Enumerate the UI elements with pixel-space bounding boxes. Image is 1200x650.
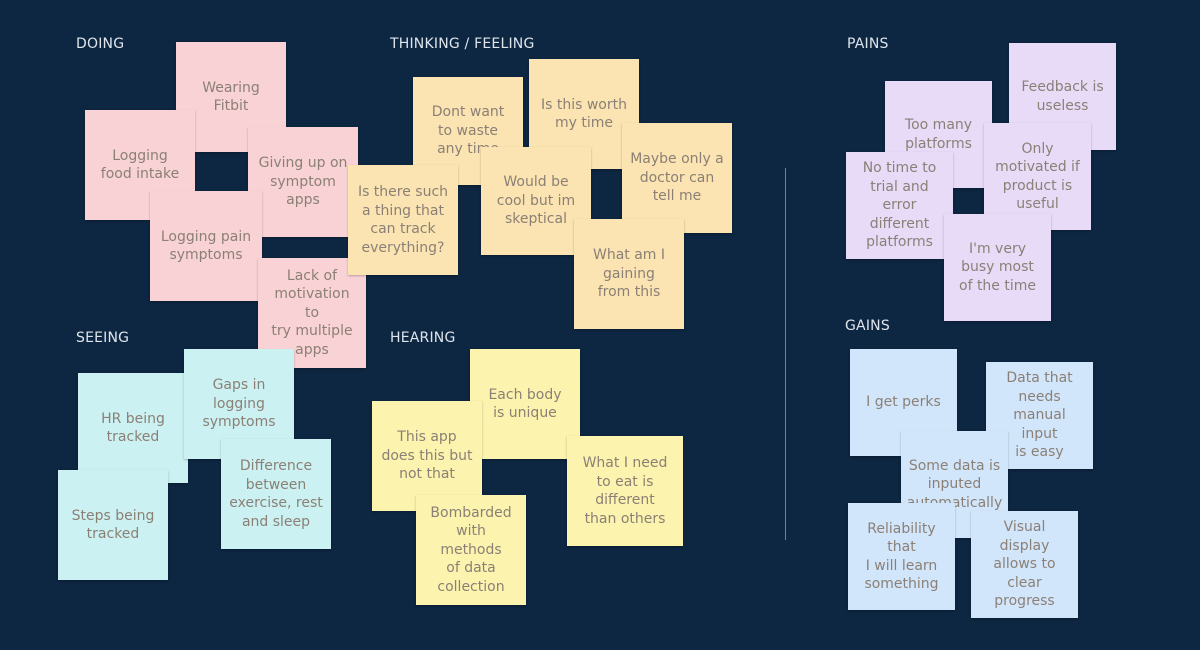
sticky-note-hearing[interactable]: This app does this but not that <box>372 401 482 511</box>
section-label-seeing: SEEING <box>76 330 130 346</box>
sticky-note-hearing[interactable]: Each body is unique <box>470 349 580 459</box>
sticky-note-thinking[interactable]: What am I gaining from this <box>574 219 684 329</box>
section-label-doing: DOING <box>76 36 125 52</box>
sticky-note-seeing[interactable]: Difference between exercise, rest and sl… <box>221 439 331 549</box>
sticky-note-gains[interactable]: Data that needs manual input is easy <box>986 362 1093 469</box>
sticky-note-thinking[interactable]: Would be cool but im skeptical <box>481 147 591 255</box>
section-divider <box>785 168 786 540</box>
sticky-note-doing[interactable]: Logging pain symptoms <box>150 191 262 301</box>
sticky-note-gains[interactable]: Visual display allows to clear progress <box>971 511 1078 618</box>
sticky-note-gains[interactable]: Reliability that I will learn something <box>848 503 955 610</box>
sticky-note-pains[interactable]: Only motivated if product is useful <box>984 123 1091 230</box>
section-label-hearing: HEARING <box>390 330 456 346</box>
sticky-note-pains[interactable]: No time to trial and error different pla… <box>846 152 953 259</box>
sticky-note-doing[interactable]: Lack of motivation to try multiple apps <box>258 258 366 368</box>
sticky-note-hearing[interactable]: What I need to eat is different than oth… <box>567 436 683 546</box>
section-label-pains: PAINS <box>847 36 889 52</box>
section-label-thinking-feeling: THINKING / FEELING <box>390 36 535 52</box>
sticky-note-doing[interactable]: Giving up on symptom apps <box>248 127 358 237</box>
sticky-note-thinking[interactable]: Is there such a thing that can track eve… <box>348 165 458 275</box>
sticky-note-thinking[interactable]: Maybe only a doctor can tell me <box>622 123 732 233</box>
sticky-note-seeing[interactable]: HR being tracked <box>78 373 188 483</box>
sticky-note-thinking[interactable]: Dont want to waste any time <box>413 77 523 185</box>
sticky-note-hearing[interactable]: Bombarded with methods of data collectio… <box>416 495 526 605</box>
section-label-gains: GAINS <box>845 318 890 334</box>
sticky-note-pains[interactable]: I'm very busy most of the time <box>944 214 1051 321</box>
sticky-note-seeing[interactable]: Steps being tracked <box>58 470 168 580</box>
